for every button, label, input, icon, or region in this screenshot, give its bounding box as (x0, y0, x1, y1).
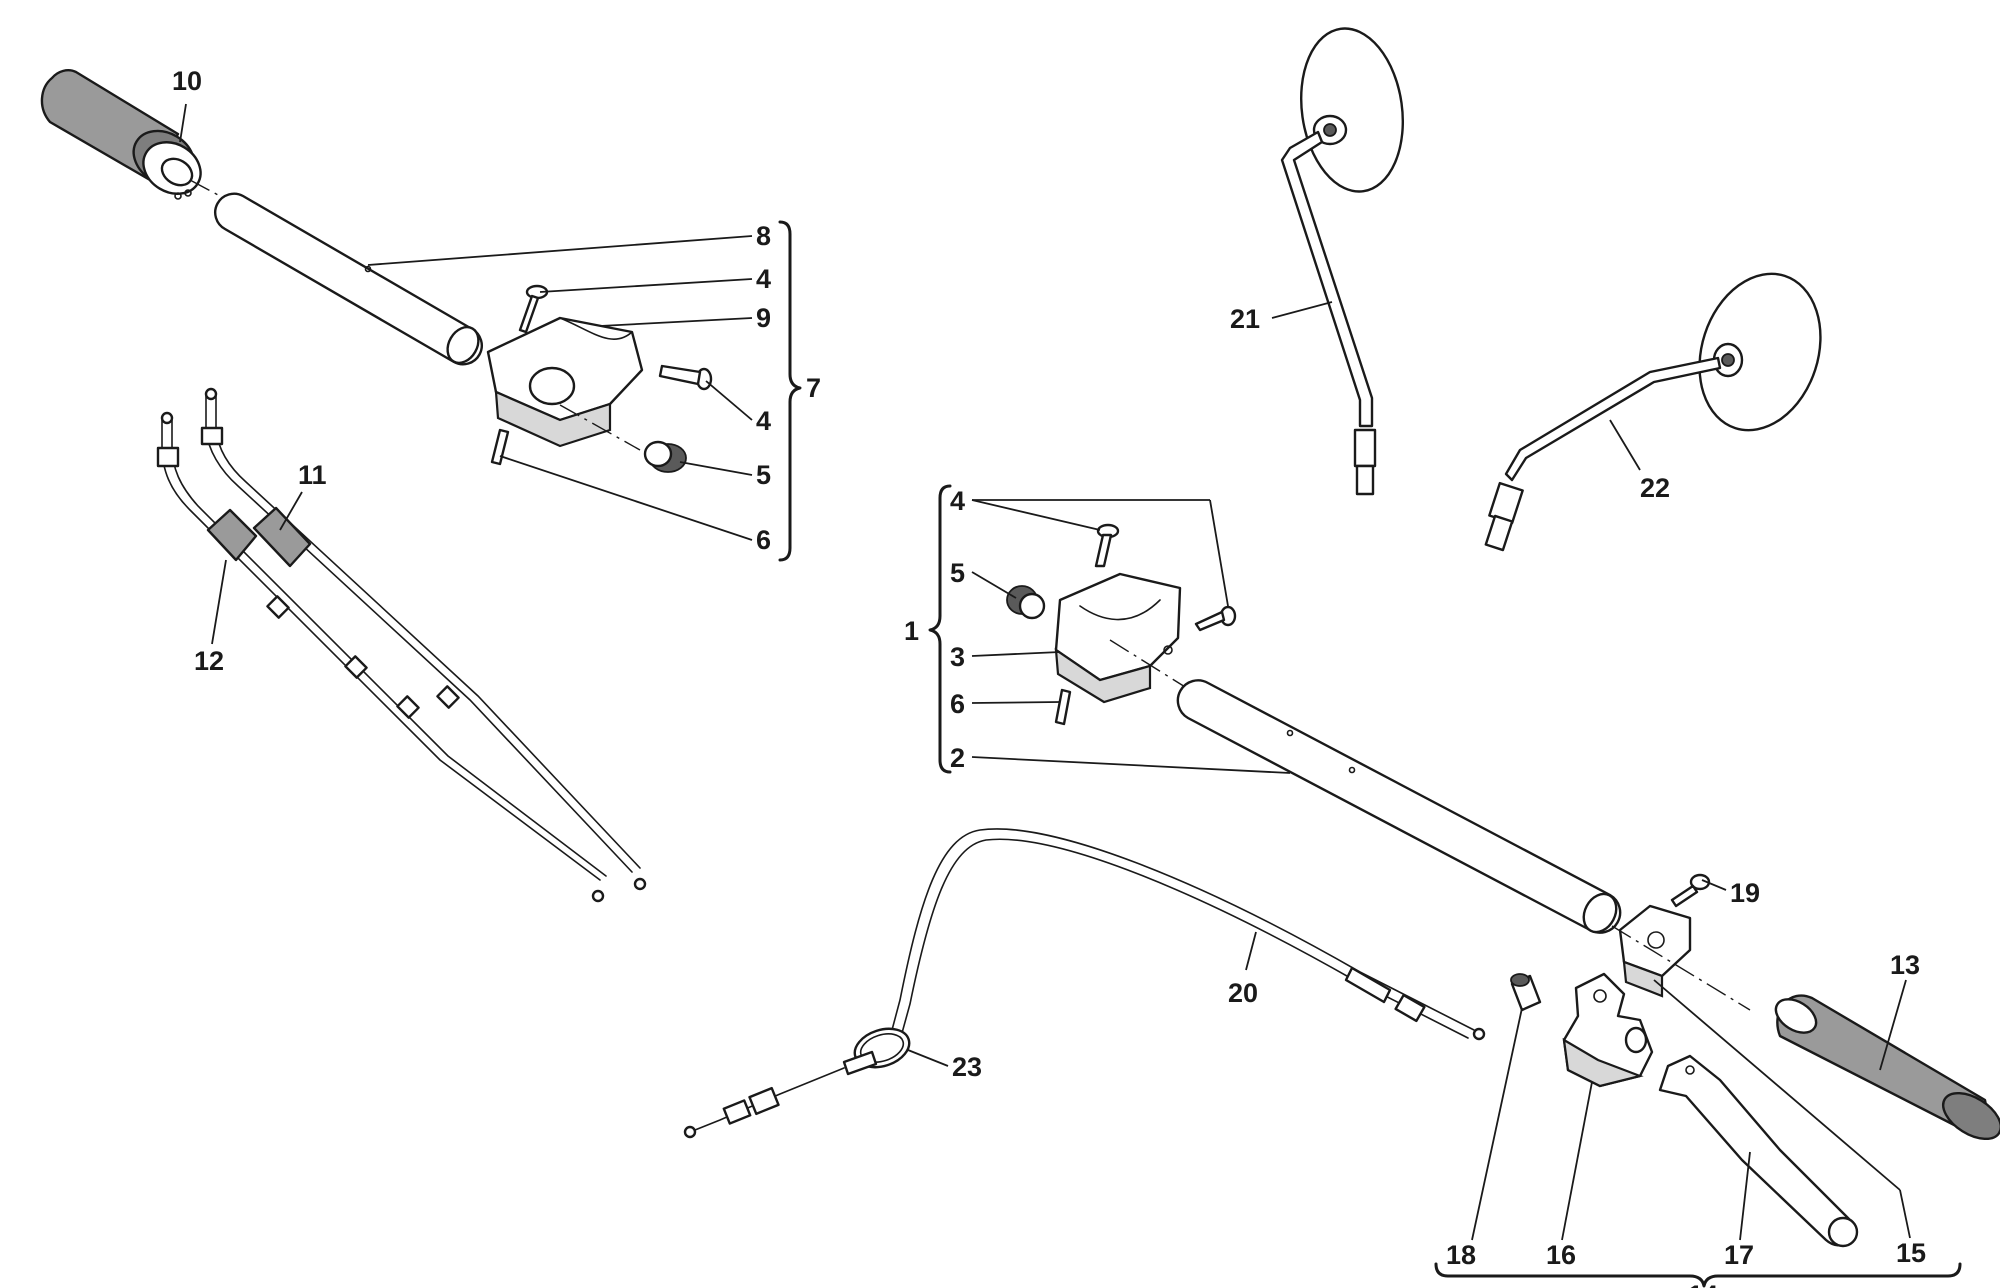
callout-4-right: 4 (950, 486, 965, 516)
callout-8: 8 (756, 221, 771, 251)
right-grip (1774, 994, 2000, 1141)
right-mirror (1484, 272, 1822, 552)
callout-6-left: 6 (756, 525, 771, 555)
callout-3: 3 (950, 642, 965, 672)
callout-2: 2 (950, 743, 965, 773)
callout-5-right: 5 (950, 558, 965, 588)
callout-19: 19 (1730, 878, 1760, 908)
callout-12: 12 (194, 646, 224, 676)
callout-7: 7 (806, 373, 821, 403)
callout-labels: 10 8 4 9 7 4 5 6 11 12 21 22 4 5 1 3 6 2… (172, 66, 1926, 1288)
left-screw-top (518, 284, 549, 334)
right-plug (1006, 585, 1046, 620)
brace-group-7 (778, 220, 802, 562)
left-handlebar-tube (214, 192, 483, 366)
callout-11: 11 (298, 460, 327, 490)
callout-17: 17 (1724, 1240, 1754, 1270)
callout-22: 22 (1640, 473, 1670, 503)
clutch-clamp-screw (1670, 873, 1711, 908)
clutch-lever (1658, 1054, 1859, 1248)
right-pin (1054, 688, 1072, 726)
right-screw-top (1094, 523, 1120, 568)
right-clamp (1054, 572, 1182, 704)
callout-14: 14 (1688, 1280, 1718, 1288)
callout-16: 16 (1546, 1240, 1576, 1270)
left-grip (40, 69, 202, 200)
left-handlebar-group (40, 69, 713, 473)
callout-18: 18 (1446, 1240, 1476, 1270)
left-clamp (486, 316, 644, 448)
brace-group-14 (1434, 1262, 1962, 1288)
callout-9: 9 (756, 303, 771, 333)
left-screw-side (658, 364, 713, 391)
lever-bracket (1562, 972, 1654, 1088)
clutch-clamp-block (1618, 904, 1692, 998)
clutch-cable-lower-end (683, 1050, 878, 1139)
right-screw-side (1194, 605, 1237, 632)
lever-bushing (1510, 973, 1542, 1012)
callout-23: 23 (952, 1052, 982, 1082)
callout-4-left-a: 4 (756, 264, 771, 294)
callout-6-right: 6 (950, 689, 965, 719)
clutch-cable (883, 828, 1486, 1063)
callout-5-left: 5 (756, 460, 771, 490)
callout-1: 1 (904, 616, 919, 646)
callout-10: 10 (172, 66, 202, 96)
callout-15: 15 (1896, 1238, 1926, 1268)
leader-lines (179, 103, 1911, 1241)
left-pin (490, 428, 510, 466)
left-mirror (1280, 27, 1405, 496)
right-handlebar-tube (1176, 679, 1622, 934)
callout-20: 20 (1228, 978, 1258, 1008)
throttle-cables (156, 387, 647, 903)
callout-21: 21 (1230, 304, 1260, 334)
left-plug (643, 440, 687, 473)
brace-group-1 (928, 484, 952, 774)
callout-4-left-b: 4 (756, 406, 771, 436)
callout-13: 13 (1890, 950, 1920, 980)
